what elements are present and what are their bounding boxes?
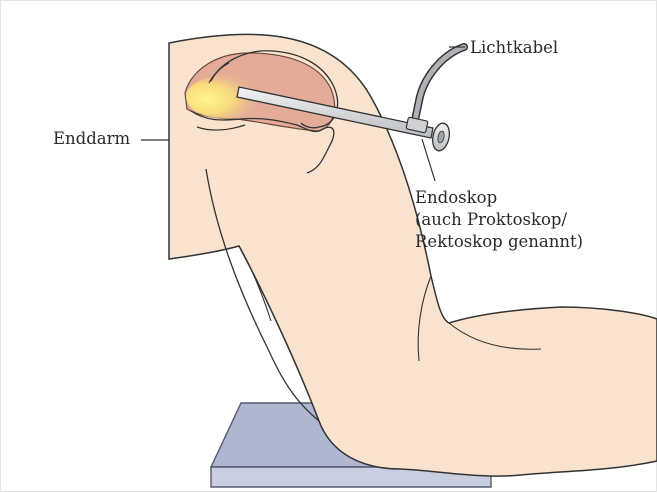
label-endoskop-line2: (auch Proktoskop/ xyxy=(415,209,583,231)
label-enddarm: Enddarm xyxy=(53,128,130,150)
label-endoskop-line1: Endoskop xyxy=(415,187,583,209)
light-cable xyxy=(414,47,464,127)
label-endoskop-line3: Rektoskop genannt) xyxy=(415,231,583,253)
label-endoskop: Endoskop (auch Proktoskop/ Rektoskop gen… xyxy=(415,187,583,253)
label-lichtkabel: Lichtkabel xyxy=(470,37,558,59)
